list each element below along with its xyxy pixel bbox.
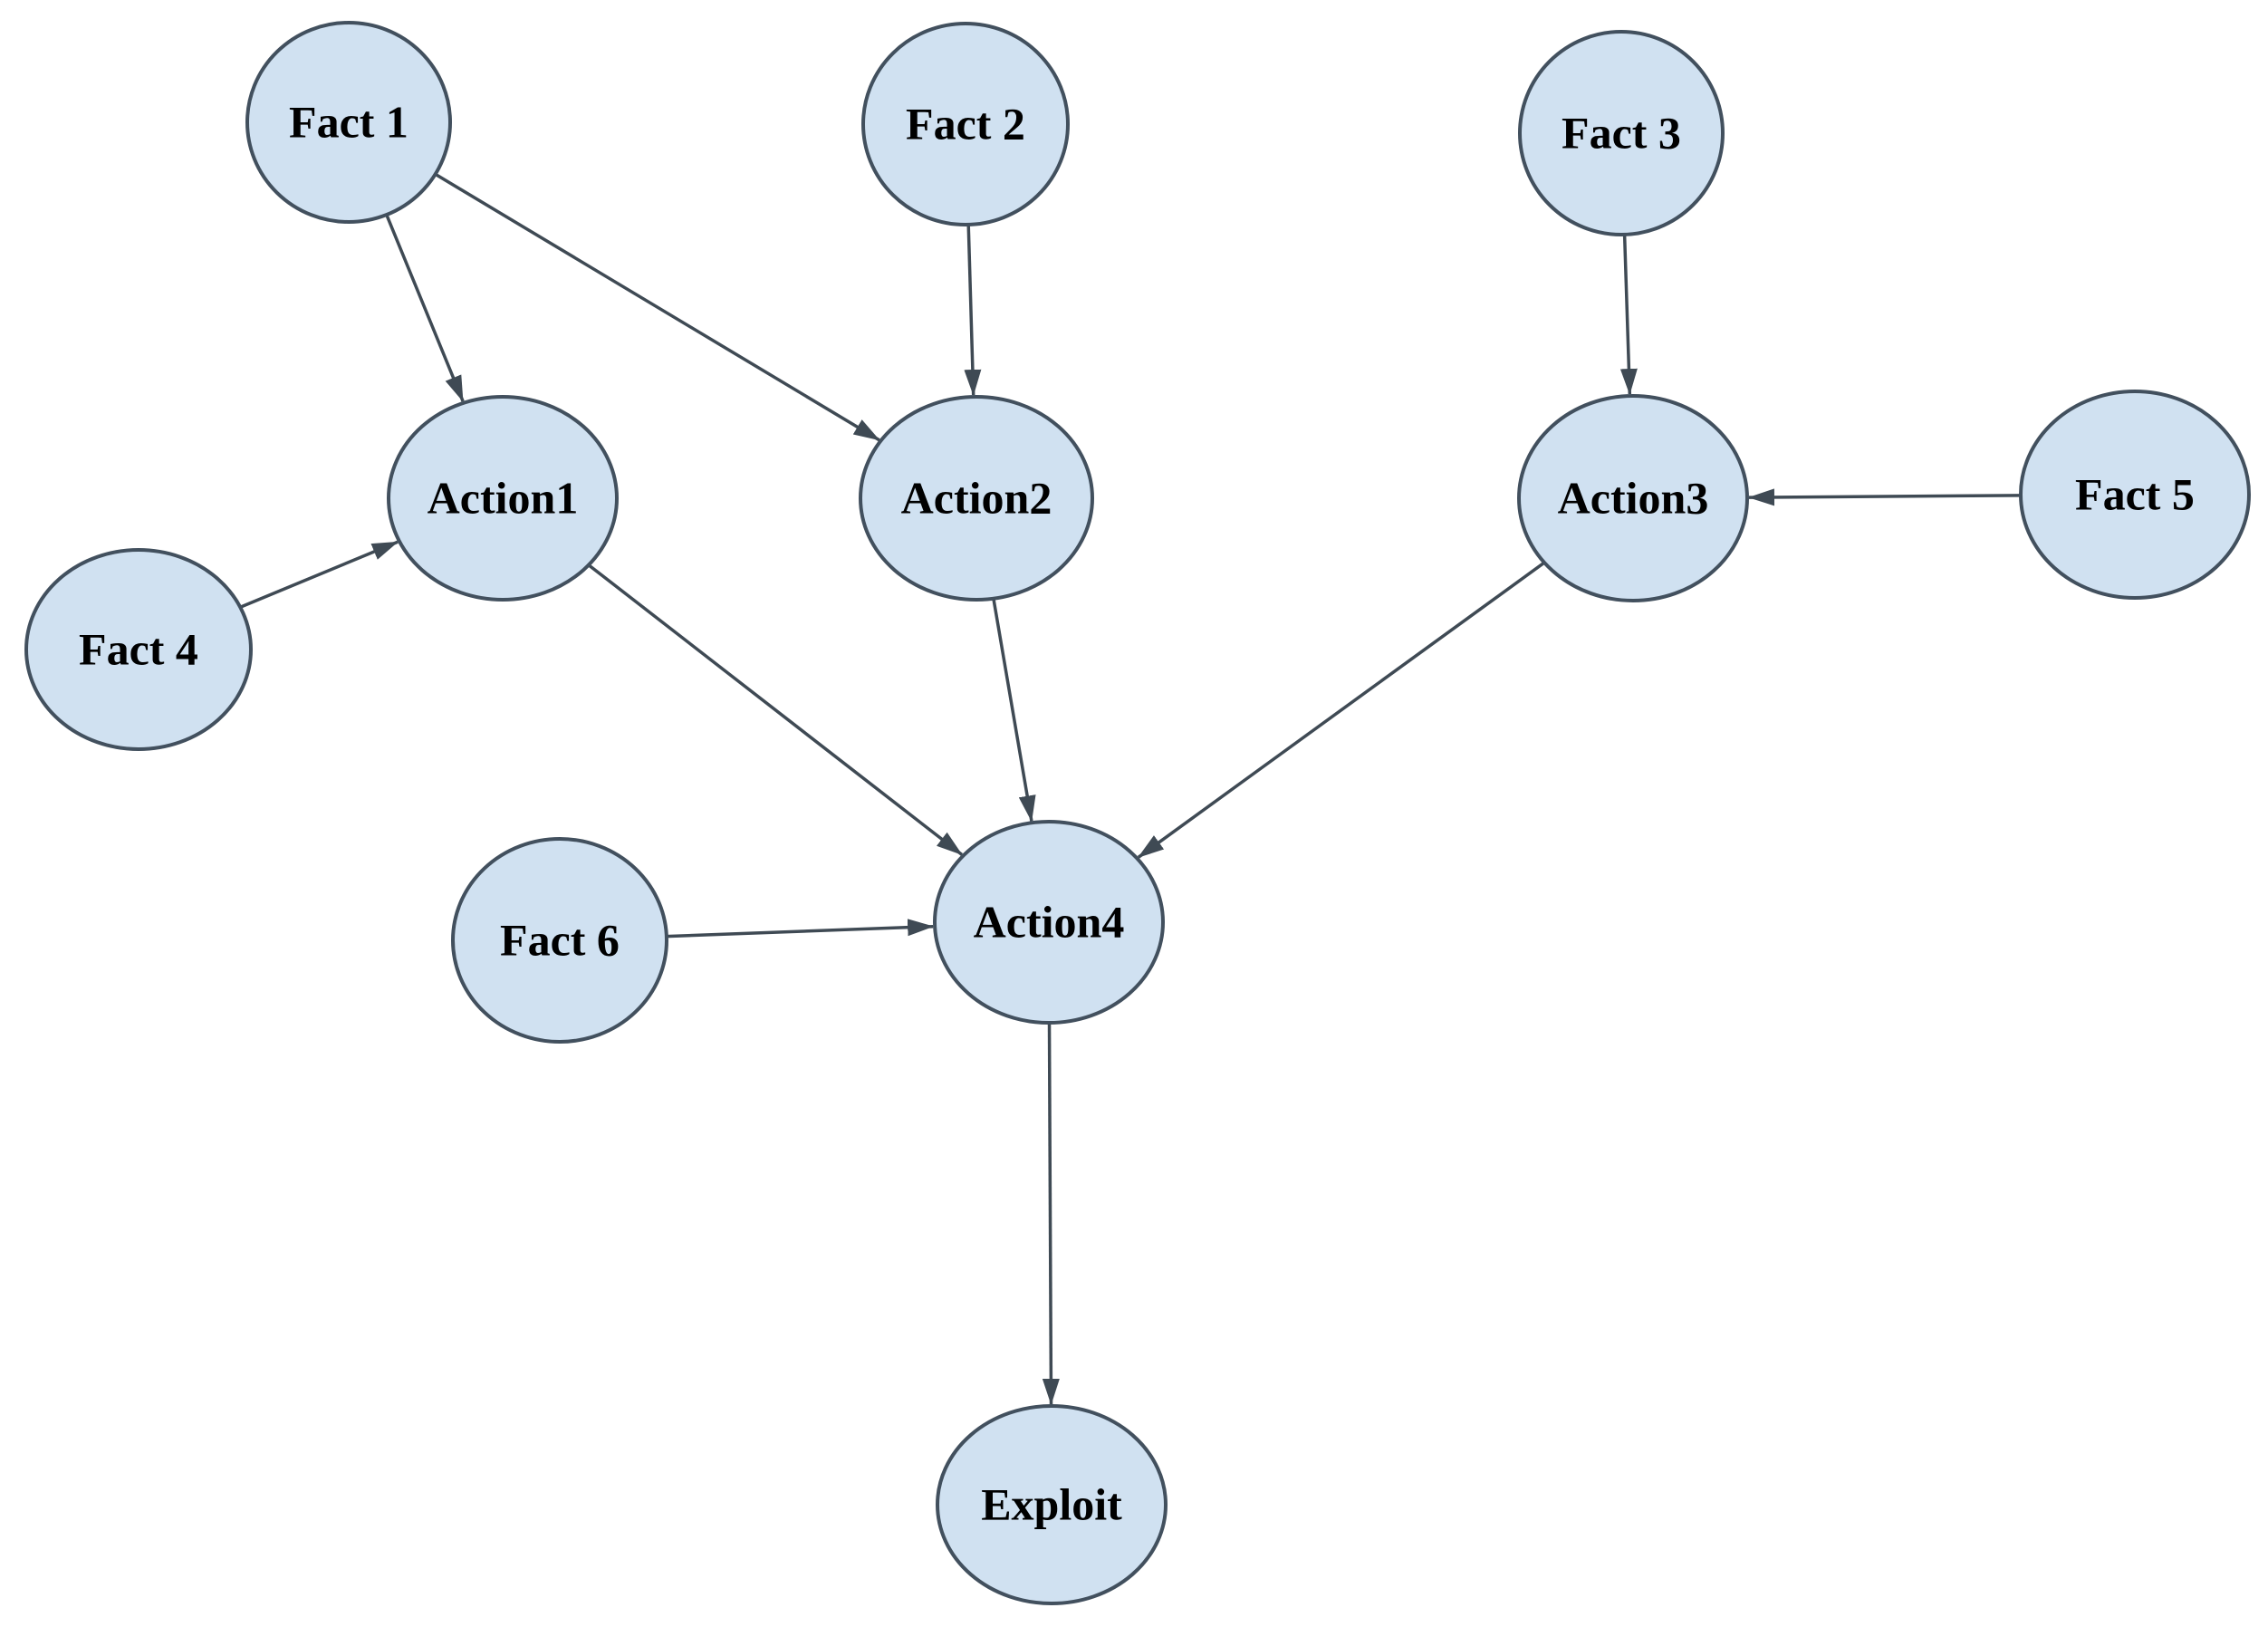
edge-action3-action4 — [1137, 561, 1546, 859]
fact6-ellipse — [451, 837, 668, 1044]
edges-layer — [239, 172, 2022, 1405]
exploit-label: Exploit — [981, 1479, 1122, 1530]
fact5-label: Fact 5 — [2075, 469, 2195, 520]
fact2-ellipse — [861, 22, 1070, 226]
exploit-ellipse — [936, 1404, 1168, 1605]
action4-ellipse — [933, 820, 1165, 1025]
node-action3: Action3 — [1517, 394, 1749, 602]
fact4-ellipse — [24, 548, 253, 751]
action2-ellipse — [859, 395, 1094, 602]
node-exploit: Exploit — [936, 1404, 1168, 1605]
action3-ellipse — [1517, 394, 1749, 602]
fact3-ellipse — [1518, 30, 1725, 236]
fact4-label: Fact 4 — [79, 624, 198, 675]
node-action2: Action2 — [859, 395, 1094, 602]
edge-action1-action4 — [587, 563, 963, 856]
edge-fact1-action2 — [434, 172, 880, 442]
edge-fact5-action3 — [1748, 488, 2022, 506]
fact6-label: Fact 6 — [500, 915, 620, 966]
fact5-ellipse — [2019, 390, 2251, 600]
fact1-ellipse — [245, 21, 452, 224]
action3-label: Action3 — [1558, 473, 1709, 524]
action4-label: Action4 — [974, 897, 1125, 948]
node-fact6: Fact 6 — [451, 837, 668, 1044]
node-fact1: Fact 1 — [245, 21, 452, 224]
node-fact4: Fact 4 — [24, 548, 253, 751]
edge-fact4-action1 — [239, 540, 399, 609]
edge-action2-action4 — [992, 598, 1036, 823]
edge-fact6-action4 — [666, 919, 935, 939]
edge-fact2-action2 — [964, 224, 982, 396]
node-fact3: Fact 3 — [1518, 30, 1725, 236]
node-action1: Action1 — [387, 395, 619, 602]
action1-label: Action1 — [428, 473, 579, 524]
fact3-label: Fact 3 — [1562, 108, 1681, 159]
edge-fact1-action1 — [385, 214, 465, 402]
node-fact2: Fact 2 — [861, 22, 1070, 226]
edge-action4-exploit — [1042, 1022, 1060, 1405]
action2-label: Action2 — [901, 473, 1052, 524]
action1-ellipse — [387, 395, 619, 602]
fact2-label: Fact 2 — [906, 99, 1025, 149]
node-action4: Action4 — [933, 820, 1165, 1025]
edge-fact3-action3 — [1619, 234, 1638, 395]
fact1-label: Fact 1 — [289, 97, 408, 148]
node-fact5: Fact 5 — [2019, 390, 2251, 600]
